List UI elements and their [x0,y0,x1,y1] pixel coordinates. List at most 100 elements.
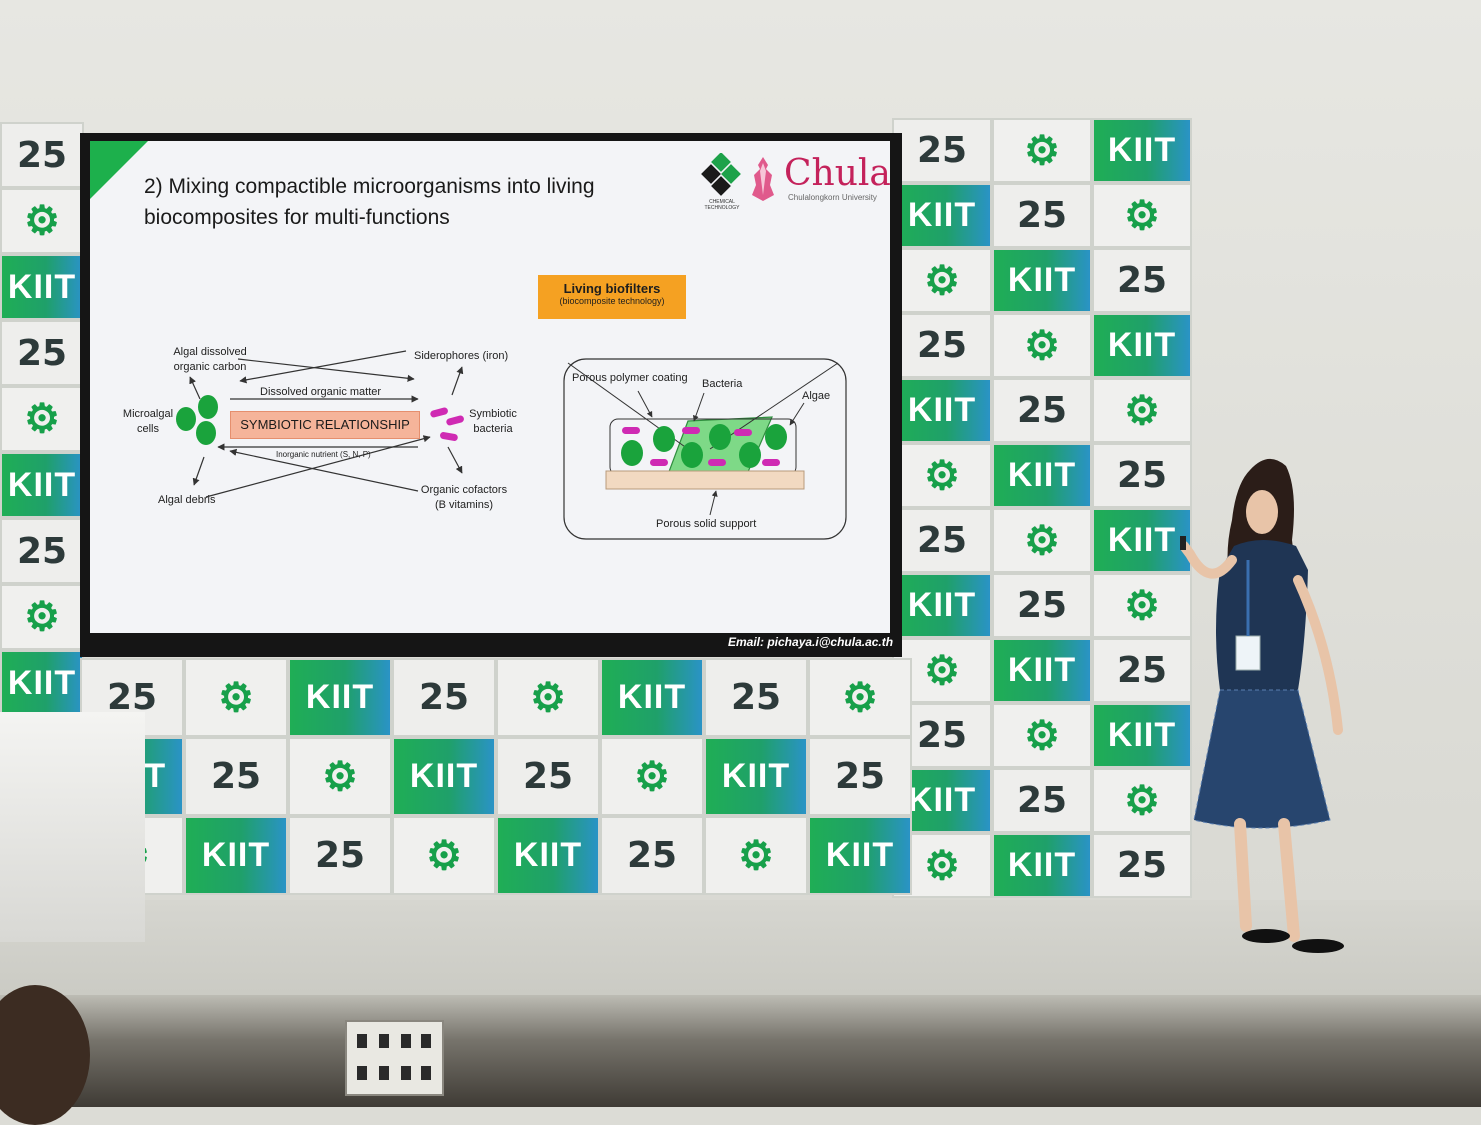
bacteria-icon [682,427,700,434]
kiit-emblem-icon: ⚙ [600,737,704,816]
living-biofilters-box: Living biofilters (biocomposite technolo… [538,275,686,319]
porous-solid-support-label: Porous solid support [656,518,757,530]
kiit-backdrop-tile: KIIT [892,573,992,638]
chemical-technology-text: CHEMICAL TECHNOLOGY [704,199,740,211]
kiit-backdrop-tile: KIIT [392,737,496,816]
stage-edge [0,995,1481,1107]
kiit-emblem-icon: ⚙ [184,658,288,737]
algae-icon [681,442,703,468]
anniversary-25-tile: 25 [992,573,1092,638]
kiit-backdrop-tile: KIIT [1092,313,1192,378]
kiit-emblem-icon: ⚙ [892,443,992,508]
kiit-emblem-icon: ⚙ [808,658,912,737]
covered-table [0,712,145,942]
anniversary-25-tile: 25 [288,816,392,895]
anniversary-25-tile: 25 [600,816,704,895]
anniversary-25-tile: 25 [0,320,84,386]
kiit-backdrop-tile: KIIT [1092,118,1192,183]
organic-cofactors-label: Organic cofactors (B vitamins) [420,484,508,511]
power-socket [345,1020,444,1096]
kiit-backdrop-tile: KIIT [992,833,1092,898]
anniversary-25-tile: 25 [1092,248,1192,313]
bacteria-label: Bacteria [702,378,743,390]
microalgae-cell-icon [176,407,196,431]
kiit-emblem-icon: ⚙ [992,118,1092,183]
siderophores-label: Siderophores (iron) [414,350,509,362]
algae-icon [709,424,731,450]
chula-crest-icon [752,157,774,201]
green-corner-accent [90,141,148,199]
kiit-backdrop-tile: KIIT [496,816,600,895]
kiit-backdrop-tile: KIIT [992,443,1092,508]
kiit-emblem-icon: ⚙ [288,737,392,816]
kiit-emblem-icon: ⚙ [1092,768,1192,833]
anniversary-25-tile: 25 [808,737,912,816]
dissolved-organic-matter-label: Dissolved organic matter [260,386,382,398]
kiit-backdrop-tile: KIIT [704,737,808,816]
presenter-figure [1180,458,1344,953]
living-biofilters-label: Living biofilters [563,281,661,296]
biocomposite-technology-label: (biocomposite technology) [559,296,665,306]
audience-head [0,985,90,1125]
anniversary-25-tile: 25 [1092,833,1192,898]
algae-icon [653,426,675,452]
presentation-slide: 2) Mixing compactible microorganisms int… [90,141,890,633]
kiit-emblem-icon: ⚙ [1092,378,1192,443]
algal-dissolved-label: Algal dissolved organic carbon [173,346,247,373]
anniversary-25-tile: 25 [1092,638,1192,703]
kiit-emblem-icon: ⚙ [0,188,84,254]
kiit-emblem-icon: ⚙ [892,248,992,313]
inorganic-nutrient-label: Inorganic nutrient (S, N, P) [276,450,371,459]
bacteria-icon [734,429,752,436]
kiit-backdrop-tile: KIIT [892,378,992,443]
kiit-emblem-icon: ⚙ [704,816,808,895]
anniversary-25-tile: 25 [1092,443,1192,508]
algae-icon [765,424,787,450]
anniversary-25-tile: 25 [704,658,808,737]
anniversary-25-tile: 25 [0,518,84,584]
kiit-emblem-icon: ⚙ [992,703,1092,768]
slide-logos: CHEMICAL TECHNOLOGY Chula Chulalongkorn … [698,149,890,211]
chula-logo-subtext: Chulalongkorn University [788,193,877,202]
bacteria-icon [650,459,668,466]
anniversary-25-tile: 25 [0,122,84,188]
microalgae-cell-icon [196,421,216,445]
kiit-backdrop-tile: KIIT [1092,508,1192,573]
anniversary-25-tile: 25 [892,508,992,573]
algae-icon [621,440,643,466]
kiit-emblem-icon: ⚙ [1092,183,1192,248]
microalgal-cells-label: Microalgal cells [122,408,174,435]
bacteria-icon [708,459,726,466]
bacteria-icon [762,459,780,466]
microalgae-cell-icon [198,395,218,419]
presenter-email: Email: pichaya.i@chula.ac.th [728,635,894,649]
kiit-backdrop-tile: KIIT [184,816,288,895]
kiit-emblem-icon: ⚙ [0,584,84,650]
kiit-backdrop-tile: KIIT [808,816,912,895]
bacteria-icon [622,427,640,434]
kiit-backdrop-tile: KIIT [288,658,392,737]
symbiotic-bacteria-label: Symbiotic bacteria [469,408,517,435]
kiit-emblem-icon: ⚙ [992,313,1092,378]
algae-label: Algae [802,390,831,402]
bacteria-icon [439,432,458,441]
chemical-technology-logo-icon [701,153,741,196]
kiit-emblem-icon: ⚙ [0,386,84,452]
kiit-emblem-icon: ⚙ [496,658,600,737]
anniversary-25-tile: 25 [184,737,288,816]
bottom-backdrop: 25⚙KIIT25⚙KIIT25⚙KIIT25⚙KIIT25⚙KIIT25⚙KI… [80,658,912,895]
led-screen: 2) Mixing compactible microorganisms int… [80,133,902,657]
anniversary-25-tile: 25 [496,737,600,816]
porous-polymer-coating-label: Porous polymer coating [572,372,688,384]
kiit-backdrop-tile: KIIT [992,638,1092,703]
kiit-backdrop-tile: KIIT [892,183,992,248]
kiit-backdrop-tile: KIIT [600,658,704,737]
symbiotic-relationship-box: SYMBIOTIC RELATIONSHIP [230,411,420,439]
kiit-backdrop-tile: KIIT [0,254,84,320]
kiit-backdrop-tile: KIIT [0,452,84,518]
kiit-emblem-icon: ⚙ [1092,573,1192,638]
kiit-backdrop-tile: KIIT [992,248,1092,313]
anniversary-25-tile: 25 [392,658,496,737]
